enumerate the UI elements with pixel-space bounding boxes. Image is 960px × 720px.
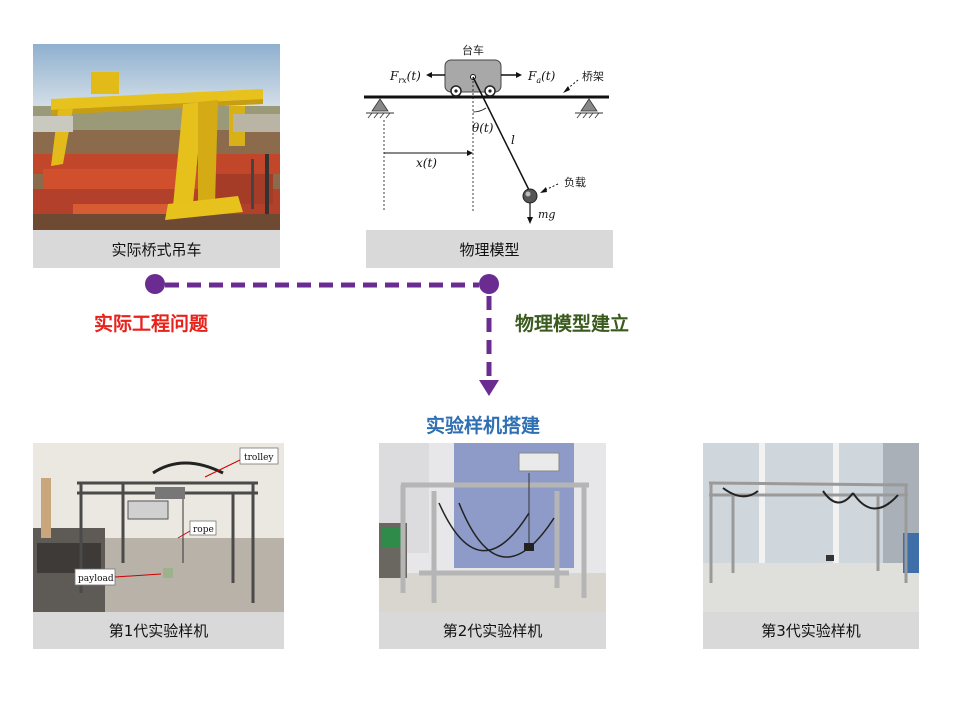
prototype-3-caption: 第3代实验样机 — [703, 612, 919, 649]
force-right-label: Fa(t) — [527, 69, 556, 85]
bridge-label: 桥架 — [582, 70, 604, 83]
connector-arrowhead — [479, 380, 499, 396]
prototype-1-photo: trolley rope payload — [33, 443, 284, 612]
crane-photo — [33, 44, 280, 230]
position-label: x(t) — [416, 156, 437, 170]
prototype-2-photo — [379, 443, 606, 612]
prototype-3-photo — [703, 443, 919, 612]
prototype-1-card: trolley rope payload 第1代实验样机 — [33, 443, 284, 649]
physical-model-caption: 物理模型 — [366, 230, 613, 268]
prototype-1-caption: 第1代实验样机 — [33, 612, 284, 649]
rope-length-label: l — [511, 133, 515, 147]
model-building-label: 物理模型建立 — [515, 313, 630, 335]
annotation-rope: rope — [193, 525, 214, 535]
physical-model-diagram: 台车 Frx(t) Fa(t) 桥架 θ(t) l x(t) — [362, 40, 609, 230]
gravity-label: mg — [538, 208, 555, 221]
annotation-payload: payload — [78, 574, 114, 584]
engineering-problem-label: 实际工程问题 — [94, 313, 209, 335]
angle-label: θ(t) — [472, 121, 494, 135]
prototype-building-label: 实验样机搭建 — [426, 415, 541, 437]
connector-node-right — [479, 274, 499, 294]
prototype-2-caption: 第2代实验样机 — [379, 612, 606, 649]
connector-node-left — [145, 274, 165, 294]
annotation-trolley: trolley — [244, 453, 274, 463]
crane-photo-caption: 实际桥式吊车 — [33, 230, 280, 268]
force-left-label: Frx(t) — [389, 69, 421, 85]
prototype-2-card: 第2代实验样机 — [379, 443, 606, 649]
physical-model-card: 台车 Frx(t) Fa(t) 桥架 θ(t) l x(t) — [364, 40, 613, 268]
load-label: 负载 — [564, 175, 586, 189]
trolley-label: 台车 — [462, 43, 484, 57]
prototype-3-card: 第3代实验样机 — [703, 443, 919, 649]
crane-photo-card: 实际桥式吊车 — [33, 44, 280, 268]
